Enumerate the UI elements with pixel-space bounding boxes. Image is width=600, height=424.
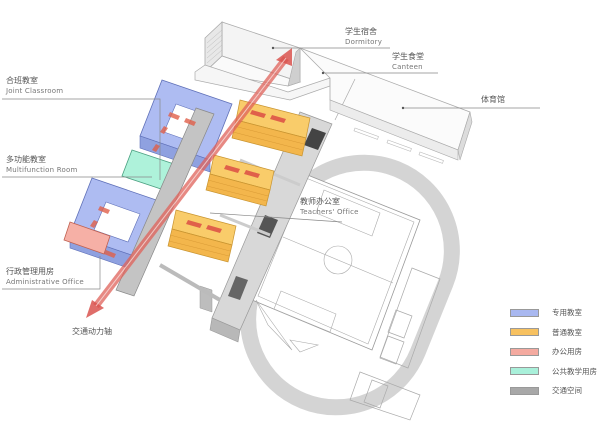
label-teachers-office: 教师办公室 Teachers' Office [300,197,359,216]
legend-item-special-classroom: 专用教室 [510,303,597,323]
legend-item-circulation: 交通空间 [510,381,597,401]
label-canteen: 学生食堂 Canteen [392,52,424,71]
circulation-spine [158,111,333,343]
label-joint-classroom: 合班教室 Joint Classroom [6,76,64,95]
swatch-special-classroom [510,308,539,317]
legend-item-office: 办公用房 [510,342,597,362]
label-multifunction-room: 多功能教室 Multifunction Room [6,155,78,174]
label-administrative-office: 行政管理用房 Administrative Office [6,267,84,286]
swatch-regular-classroom [510,328,539,337]
swatch-circulation [510,386,539,395]
legend-item-public-teaching: 公共教学用房 [510,362,597,382]
swatch-public-teaching [510,367,539,376]
leader-lines [2,47,540,290]
label-dormitory: 学生宿舍 Dormitory [345,27,383,46]
circulation-axis-arrow [86,48,292,318]
legend: 专用教室 普通教室 办公用房 公共教学用房 交通空间 [510,303,597,401]
corridor-dashes [90,112,196,258]
swatch-office [510,347,539,356]
label-circulation-axis: 交通动力轴 [72,327,112,336]
canteen-gym-building [299,47,473,164]
label-gym: 体育馆 [481,95,505,104]
legend-item-regular-classroom: 普通教室 [510,323,597,343]
